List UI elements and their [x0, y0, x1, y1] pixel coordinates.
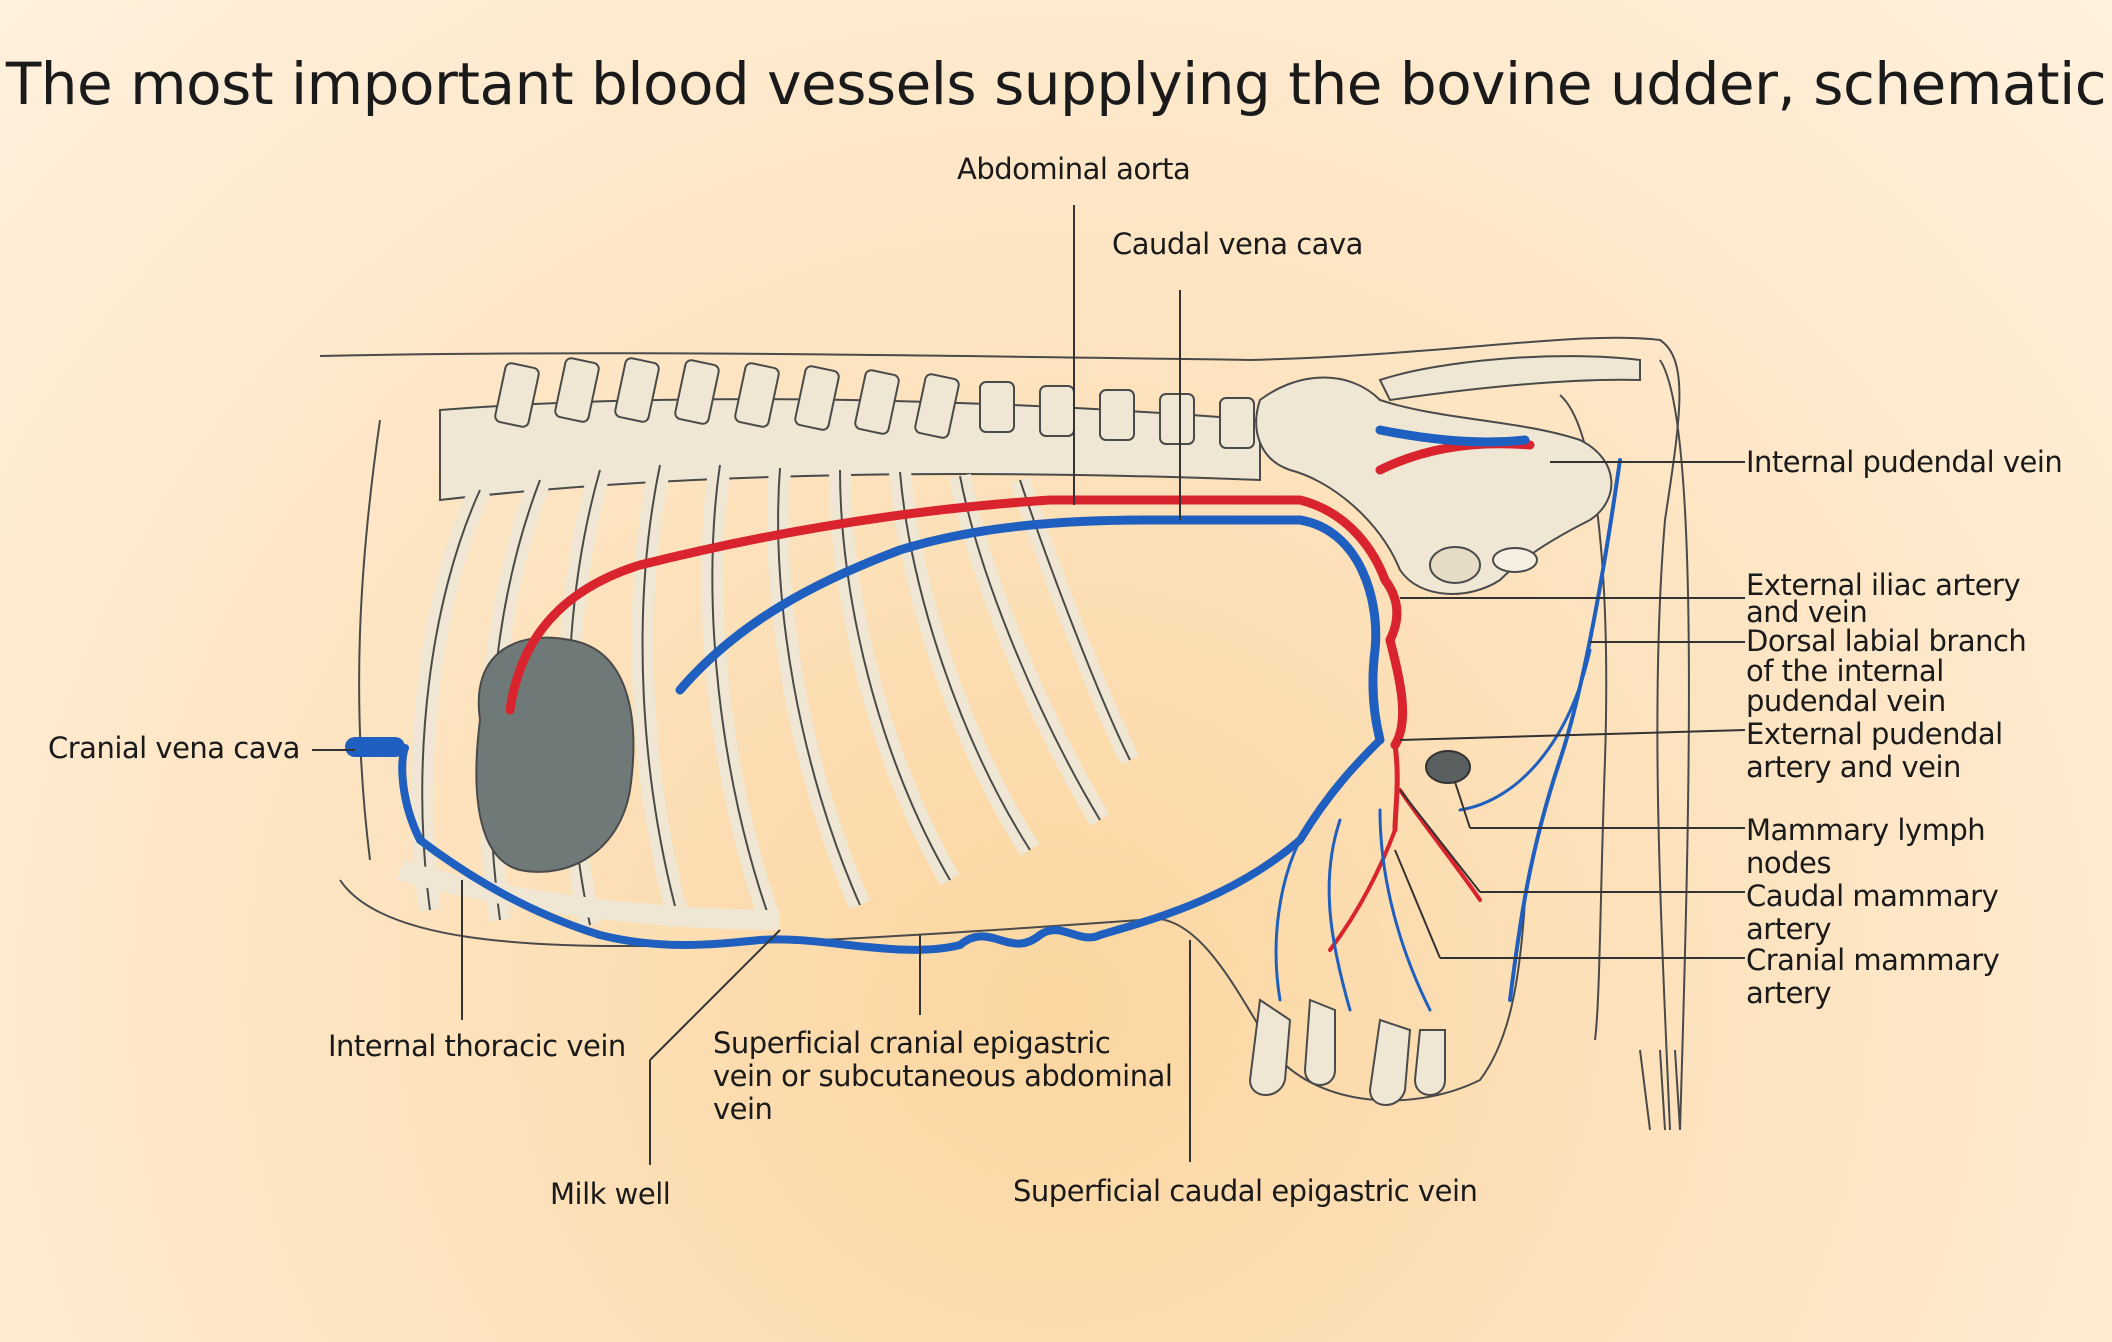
label-line: Dorsal labial branch: [1746, 624, 2027, 658]
label-line: Mammary lymph: [1746, 813, 1986, 847]
label-cranial-mammary-artery: Cranial mammary artery: [1746, 943, 2000, 1010]
label-mammary-lymph-nodes: Mammary lymph nodes: [1746, 813, 1986, 880]
udder: [1248, 998, 1446, 1106]
label-caudal-mammary-artery: Caudal mammary artery: [1746, 879, 1999, 946]
label-line: and vein: [1746, 595, 1868, 629]
label-internal-pudendal-vein: Internal pudendal vein: [1746, 445, 2063, 479]
label-superficial-cranial-epigastric: Superficial cranial epigastric vein or s…: [713, 1026, 1173, 1126]
tail: [1639, 359, 1690, 1131]
label-caudal-vena-cava: Caudal vena cava: [1112, 227, 1363, 261]
label-line: pudendal vein: [1746, 684, 1946, 718]
mammary-lymph-node: [1425, 750, 1471, 784]
label-line: artery: [1746, 912, 1832, 946]
label-line: Caudal mammary: [1746, 879, 1999, 913]
label-line: of the internal: [1746, 654, 1944, 688]
leader-lines: [312, 205, 1746, 1165]
label-line: artery and vein: [1746, 750, 1961, 784]
sternum: [397, 860, 781, 930]
label-line: Superficial cranial epigastric: [713, 1026, 1111, 1060]
label-superficial-caudal-epigastric: Superficial caudal epigastric vein: [1013, 1174, 1478, 1208]
label-line: nodes: [1746, 846, 1831, 880]
vertebral-column: [439, 357, 1261, 502]
diagram-title: The most important blood vessels supplyi…: [5, 50, 2107, 118]
label-milk-well: Milk well: [550, 1177, 671, 1211]
label-internal-thoracic-vein: Internal thoracic vein: [328, 1029, 626, 1063]
label-line: External iliac artery: [1746, 568, 2021, 602]
label-abdominal-aorta: Abdominal aorta: [957, 152, 1191, 186]
label-line: Cranial mammary: [1746, 943, 2000, 977]
label-cranial-vena-cava: Cranial vena cava: [48, 731, 300, 765]
label-line: vein or subcutaneous abdominal: [713, 1059, 1173, 1093]
label-external-pudendal: External pudendal artery and vein: [1746, 718, 2003, 784]
pelvis: [1255, 355, 1641, 595]
label-line: External pudendal: [1746, 717, 2003, 751]
heart: [475, 636, 635, 873]
veins: [345, 425, 1622, 1012]
label-external-iliac: External iliac artery and vein: [1746, 568, 2021, 629]
label-line: artery: [1746, 976, 1832, 1010]
label-line: vein: [713, 1092, 773, 1126]
label-dorsal-labial-branch: Dorsal labial branch of the internal pud…: [1746, 624, 2027, 718]
